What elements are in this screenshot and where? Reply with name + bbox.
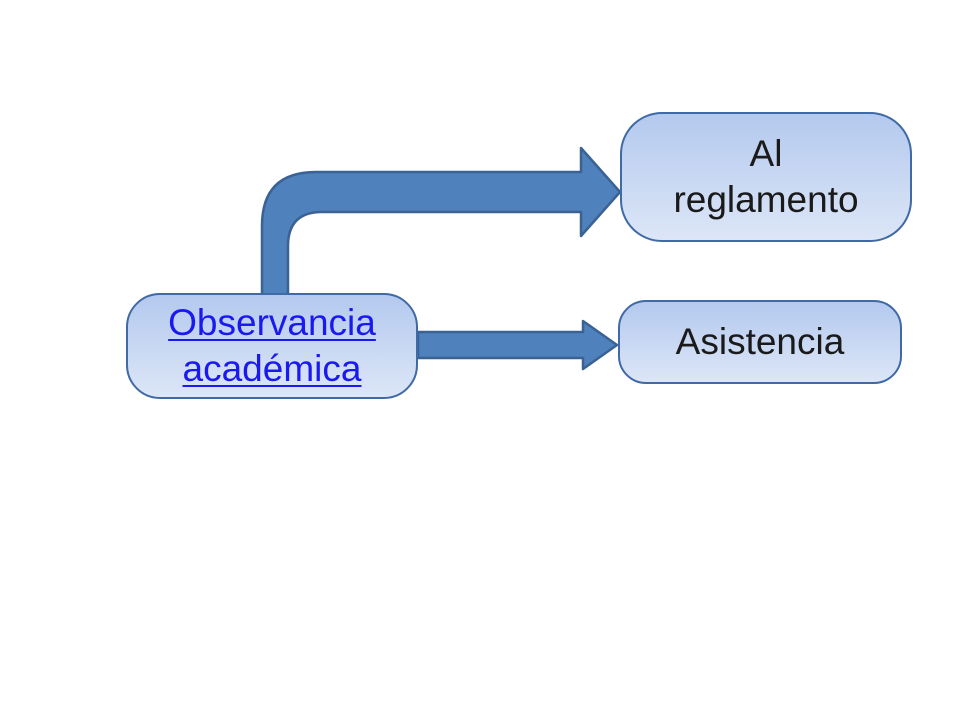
straight-arrow-to-asistencia — [416, 319, 619, 371]
asistencia-label: Asistencia — [675, 320, 845, 362]
observancia-line2[interactable]: académica — [182, 348, 362, 389]
al-reglamento-line2: reglamento — [673, 179, 859, 220]
node-observancia-academica[interactable]: Observancia académica — [126, 293, 418, 399]
node-asistencia: Asistencia — [618, 300, 902, 384]
observancia-academica-link[interactable]: Observancia académica — [168, 300, 376, 393]
observancia-line1[interactable]: Observancia — [168, 301, 376, 343]
al-reglamento-line1: Al — [749, 132, 783, 174]
al-reglamento-label: Al reglamento — [673, 131, 858, 224]
node-al-reglamento: Al reglamento — [620, 112, 912, 242]
bent-arrow-to-reglamento — [260, 146, 622, 297]
